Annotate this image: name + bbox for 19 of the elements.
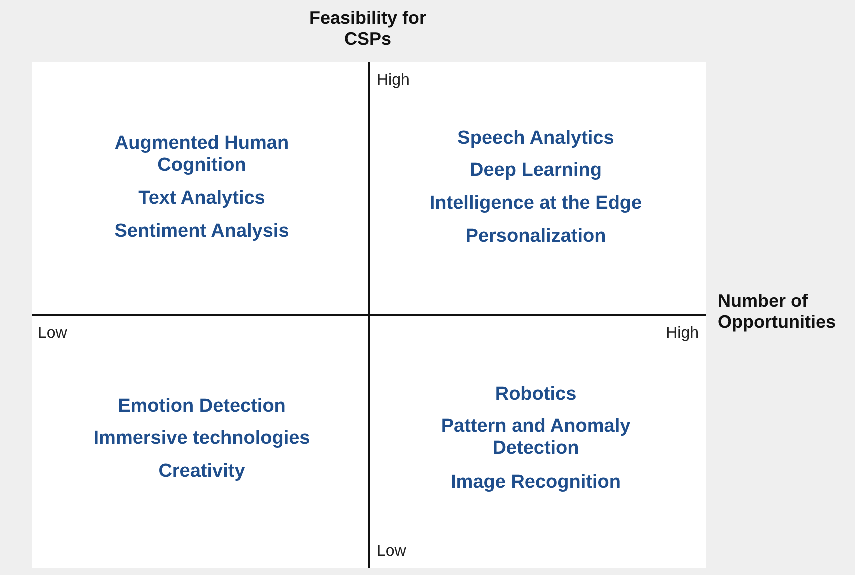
quadrant-item: Emotion Detection bbox=[117, 396, 287, 418]
axis-end-label: High bbox=[666, 324, 699, 344]
quadrant-item: Pattern and Anomaly Detection bbox=[440, 416, 632, 460]
axis-title: Feasibility for CSPs bbox=[308, 8, 428, 50]
quadrant-item: Intelligence at the Edge bbox=[428, 193, 644, 215]
quadrant-item: Creativity bbox=[158, 461, 246, 483]
quadrant-item: Robotics bbox=[494, 384, 578, 406]
quadrant-item: Deep Learning bbox=[469, 160, 603, 182]
quadrant-item: Immersive technologies bbox=[92, 428, 312, 450]
quadrant-item: Augmented Human Cognition bbox=[114, 133, 290, 177]
axis-end-label: Low bbox=[38, 324, 68, 344]
axis-end-label: Low bbox=[377, 542, 406, 562]
quadrant-item: Personalization bbox=[464, 226, 608, 248]
quadrant-item: Text Analytics bbox=[138, 188, 266, 210]
axis-title: Number of Opportunities bbox=[718, 291, 837, 333]
quadrant-item: Sentiment Analysis bbox=[114, 221, 290, 243]
quadrant-item: Image Recognition bbox=[450, 472, 622, 494]
quadrant-item: Speech Analytics bbox=[456, 128, 616, 150]
axis-end-label: High bbox=[377, 71, 410, 91]
